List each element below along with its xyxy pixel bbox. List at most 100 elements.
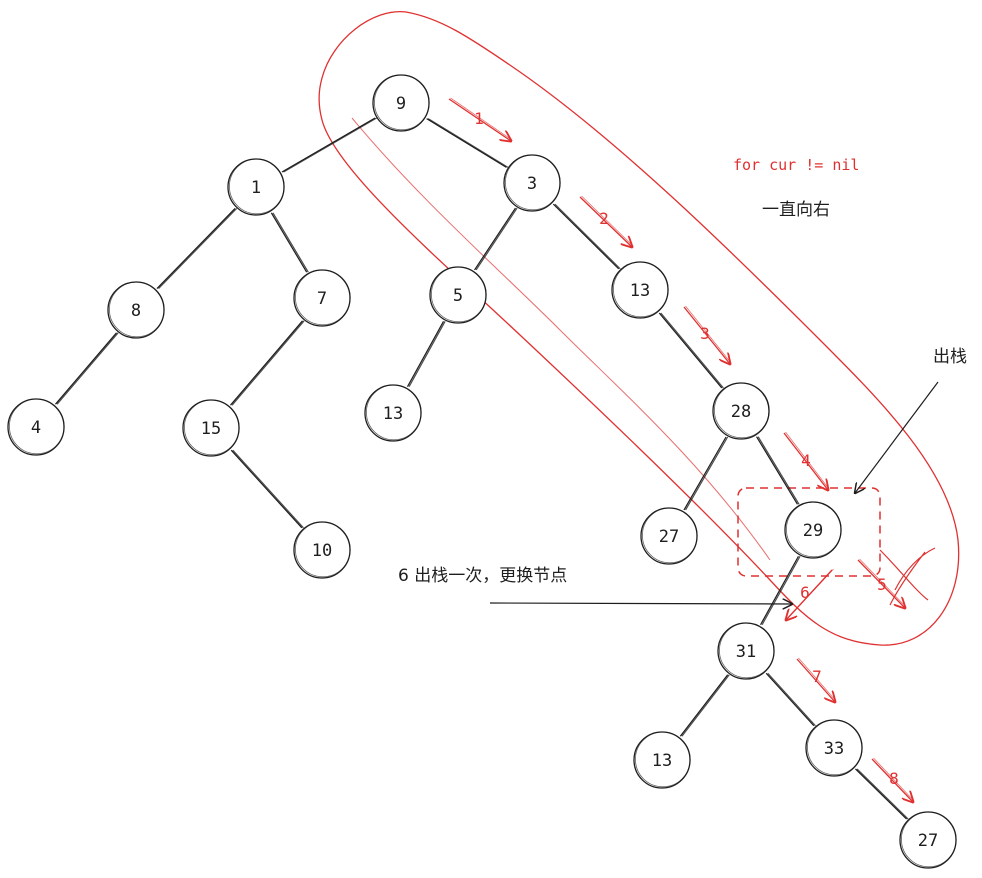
scribble-mark bbox=[879, 547, 936, 606]
tree-edge bbox=[426, 118, 507, 168]
node-circle-stroke bbox=[634, 731, 691, 788]
loop-code-text: for cur != nil bbox=[733, 156, 859, 174]
tree-edge bbox=[552, 203, 620, 270]
tree-edge bbox=[156, 208, 236, 289]
pop-pointer-arrow bbox=[855, 381, 939, 493]
node-label: 5 bbox=[453, 286, 463, 306]
node-circle-stroke bbox=[806, 719, 863, 776]
step6-pointer-arrow bbox=[489, 603, 792, 604]
tree-edge bbox=[658, 312, 723, 389]
tree-edge bbox=[757, 436, 800, 505]
tree-node: 10 bbox=[293, 521, 351, 579]
tree-node: 4 bbox=[7, 398, 65, 456]
step-arrow-line bbox=[685, 305, 732, 364]
tree-node: 9 bbox=[372, 74, 430, 132]
step-arrow-line bbox=[579, 196, 632, 247]
tree-node: 7 bbox=[293, 269, 351, 327]
tree-edge bbox=[554, 203, 621, 270]
node-label: 9 bbox=[396, 94, 406, 114]
node-circle-stroke bbox=[294, 269, 351, 326]
node-circle-stroke bbox=[718, 622, 775, 679]
node-label: 27 bbox=[659, 527, 679, 547]
step-arrow-line bbox=[857, 559, 905, 608]
step-arrow-line bbox=[859, 558, 907, 608]
tree-node: 8 bbox=[107, 281, 165, 339]
node-label: 33 bbox=[824, 739, 844, 759]
tree-edge bbox=[683, 436, 727, 511]
step-arrow: 4 bbox=[783, 431, 829, 490]
step-arrow-line bbox=[873, 757, 915, 802]
step-arrow: 3 bbox=[683, 305, 732, 364]
node-circle-stroke bbox=[713, 382, 770, 439]
node-label: 31 bbox=[736, 642, 756, 662]
tree-edge bbox=[232, 449, 304, 529]
node-circle-stroke bbox=[184, 399, 240, 456]
traversal-steps: 1 2 3 4 5 6 7 8 bbox=[448, 97, 915, 802]
node-circle-stroke bbox=[612, 261, 669, 318]
step-arrow-line bbox=[450, 97, 513, 141]
tree-edge bbox=[427, 118, 509, 168]
node-label: 1 bbox=[251, 178, 261, 198]
step-number: 7 bbox=[812, 667, 822, 686]
node-circle-stroke bbox=[228, 158, 285, 215]
tree-edge bbox=[856, 768, 909, 820]
step-arrow-line bbox=[448, 98, 511, 141]
step-arrow-line bbox=[796, 658, 835, 702]
node-label: 10 bbox=[312, 541, 332, 561]
tree-edge bbox=[756, 436, 798, 505]
node-label: 29 bbox=[803, 521, 823, 541]
tree-edge bbox=[283, 117, 377, 173]
node-circle-stroke bbox=[785, 501, 842, 558]
step6-note-text: 6 出栈一次，更换节点 bbox=[398, 566, 567, 586]
tree-edge bbox=[679, 674, 729, 737]
step-arrow-line bbox=[581, 195, 634, 247]
tree-edge bbox=[56, 332, 119, 405]
step-arrow-line bbox=[783, 432, 828, 490]
step-number: 6 bbox=[800, 583, 810, 602]
tree-edge bbox=[660, 312, 724, 389]
step-number: 2 bbox=[599, 209, 609, 228]
tree-edge bbox=[855, 768, 907, 820]
step-number: 8 bbox=[889, 769, 899, 788]
tree-edge bbox=[281, 117, 376, 173]
tree-edge bbox=[230, 320, 303, 406]
node-label: 13 bbox=[383, 404, 403, 424]
step-arrow: 1 bbox=[448, 97, 513, 141]
step-arrow: 6 bbox=[786, 568, 834, 620]
step-arrow: 2 bbox=[579, 195, 634, 247]
tree-node: 33 bbox=[805, 719, 863, 777]
tree-edge bbox=[406, 320, 445, 388]
step-number: 3 bbox=[700, 324, 710, 343]
pop-label-text: 出栈 bbox=[933, 347, 967, 367]
tree-edges bbox=[55, 117, 909, 820]
tree-node: 28 bbox=[712, 382, 770, 440]
tree-node: 27 bbox=[899, 811, 957, 869]
tree-node: 29 bbox=[784, 501, 842, 559]
tree-node: 15 bbox=[182, 399, 240, 457]
tree-edge bbox=[760, 555, 799, 626]
step-arrow: 5 bbox=[857, 558, 907, 608]
tree-edge bbox=[761, 555, 801, 626]
tree-node: 27 bbox=[640, 507, 698, 565]
tree-node: 5 bbox=[429, 266, 487, 324]
tree-node: 13 bbox=[364, 384, 422, 442]
node-circle-stroke bbox=[430, 266, 487, 323]
node-label: 4 bbox=[31, 418, 41, 438]
node-label: 13 bbox=[630, 281, 650, 301]
node-circle-stroke bbox=[294, 521, 351, 578]
tree-edge bbox=[474, 207, 516, 271]
step-number: 4 bbox=[801, 451, 811, 470]
tree-edge bbox=[158, 208, 238, 289]
node-circle-stroke bbox=[373, 74, 430, 131]
tree-edge bbox=[685, 436, 729, 511]
tree-node: 3 bbox=[503, 154, 561, 212]
step-arrow-line bbox=[683, 306, 730, 364]
step-number: 1 bbox=[474, 109, 484, 128]
step-arrow: 7 bbox=[796, 657, 836, 702]
tree-node: 13 bbox=[633, 731, 691, 789]
node-circle-stroke bbox=[900, 811, 957, 868]
node-label: 7 bbox=[317, 289, 327, 309]
node-label: 3 bbox=[527, 174, 537, 194]
